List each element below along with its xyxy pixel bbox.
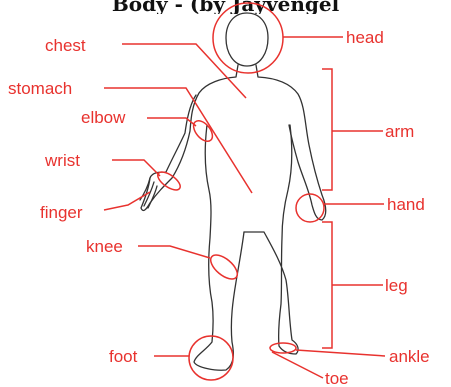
human-body-outline: [140, 13, 326, 370]
label-arm: arm: [385, 122, 414, 141]
label-ankle: ankle: [389, 347, 430, 366]
label-finger: finger: [40, 203, 83, 222]
label-toe: toe: [325, 369, 349, 387]
label-foot: foot: [109, 347, 138, 366]
highlight-circles: [155, 3, 324, 380]
label-wrist: wrist: [44, 151, 80, 170]
label-hand: hand: [387, 195, 425, 214]
label-knee: knee: [86, 237, 123, 256]
label-leg: leg: [385, 276, 408, 295]
part-labels: chest head stomach elbow arm wrist hand …: [8, 28, 430, 387]
label-stomach: stomach: [8, 79, 72, 98]
leader-lines: [104, 37, 385, 378]
label-head: head: [346, 28, 384, 47]
label-elbow: elbow: [81, 108, 126, 127]
label-chest: chest: [45, 36, 86, 55]
